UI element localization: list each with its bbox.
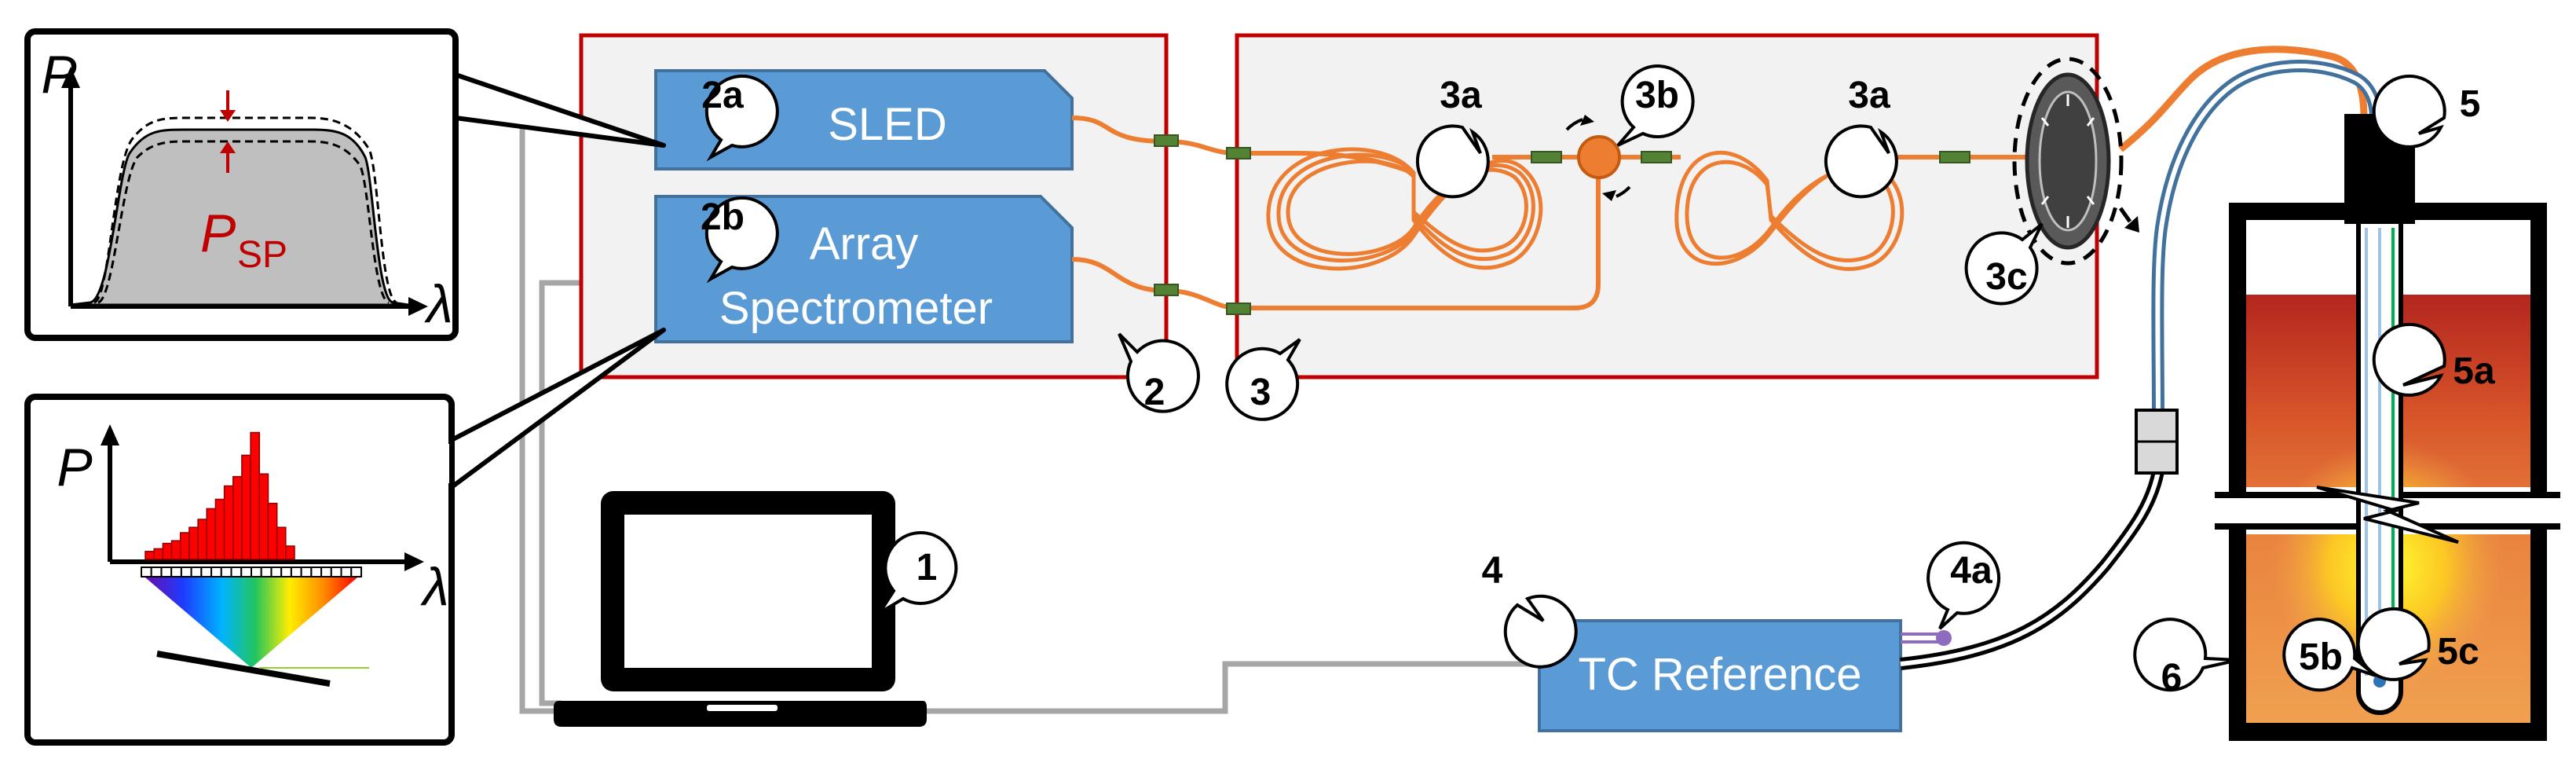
- tc-reference-module: TC Reference: [1538, 619, 1952, 732]
- svg-text:2b: 2b: [701, 196, 745, 238]
- sled-label: SLED: [828, 99, 947, 150]
- callout-3b: 3b: [1616, 64, 1695, 147]
- spectrum-bar: [276, 526, 287, 560]
- svg-text:2: 2: [1144, 372, 1165, 413]
- spectrum-bar: [179, 532, 190, 560]
- fiber-spool-left: [1266, 147, 1543, 271]
- detector-pixel: [310, 566, 323, 578]
- spectrum-bar: [250, 431, 261, 560]
- svg-text:3a: 3a: [1440, 75, 1482, 116]
- detector-pixel: [200, 566, 213, 578]
- detector-pixel: [340, 566, 353, 578]
- svg-text:6: 6: [2161, 657, 2183, 698]
- callout-2: 2: [1118, 332, 1200, 413]
- svg-text:4a: 4a: [1950, 550, 1992, 592]
- spectrum-bars: [145, 431, 295, 560]
- detector-pixel: [251, 566, 262, 578]
- spectrometer-label: Spectrometer: [719, 283, 993, 334]
- spectrum-bar: [223, 485, 234, 560]
- callout-1: 1: [878, 531, 958, 614]
- detector-pixel: [350, 566, 362, 578]
- spectrum-bar: [267, 502, 278, 560]
- detector-pixel: [330, 566, 342, 578]
- detector-pixel: [190, 566, 203, 578]
- spectrum-bar: [206, 508, 217, 560]
- spectrum-bar: [214, 498, 225, 560]
- detector-pixel: [260, 566, 273, 578]
- fiber-spool-right: [1674, 150, 1905, 271]
- sled-axis-p: P: [41, 45, 76, 104]
- detector-pixel: [220, 566, 232, 578]
- sled-axis-lambda: λ: [423, 274, 452, 334]
- spectrum-bar: [232, 475, 243, 560]
- svg-text:2a: 2a: [701, 75, 744, 116]
- detector-pixel: [270, 566, 283, 578]
- callout-5b: 5b: [2282, 618, 2377, 692]
- detector-pixel: [141, 566, 152, 578]
- callout-5a: 5a: [2372, 322, 2495, 397]
- svg-text:3a: 3a: [1848, 75, 1890, 116]
- array-label: Array: [810, 218, 919, 270]
- spectrum-bar: [153, 548, 164, 560]
- detector-pixel: [180, 566, 192, 578]
- tc-cable: [1900, 470, 2164, 670]
- svg-text:4: 4: [1482, 550, 1503, 592]
- detector-pixel: [240, 566, 252, 578]
- svg-text:5a: 5a: [2453, 350, 2495, 392]
- detector-pixel: [160, 566, 173, 578]
- callout-3a-right: 3a: [1824, 75, 1898, 199]
- spectrum-bar: [197, 519, 208, 560]
- svg-text:3c: 3c: [1985, 256, 2027, 298]
- psp-subscript: SP: [237, 234, 287, 276]
- callout-5c: 5c: [2356, 607, 2479, 681]
- svg-text:5b: 5b: [2299, 636, 2343, 678]
- svg-text:5c: 5c: [2437, 631, 2479, 673]
- detector-pixel: [210, 566, 222, 578]
- detector-pixel: [230, 566, 243, 578]
- svg-text:3b: 3b: [1635, 75, 1679, 116]
- spectrum-bar: [258, 473, 269, 560]
- detector-pixel-strip: [141, 566, 362, 578]
- rotary-connector-3c: [2012, 57, 2139, 266]
- spectrum-bar: [145, 551, 155, 560]
- detector-pixel: [150, 566, 163, 578]
- callout-3c: 3c: [1964, 222, 2044, 306]
- callout-5: 5: [2372, 74, 2481, 148]
- callouts: 2a 2b 2 3 3a 3b 3a 3c: [701, 64, 2495, 698]
- probe-lead: [2151, 59, 2382, 417]
- sled-spectrum-inset: P λ P SP: [24, 28, 666, 341]
- callout-2b: 2b: [701, 196, 779, 284]
- detector-pixel: [300, 566, 313, 578]
- spectrum-bar: [162, 542, 173, 560]
- array-spectrum-inset: P λ: [24, 328, 666, 746]
- array-axis-p: P: [57, 438, 92, 497]
- laptop-computer: [554, 491, 927, 727]
- svg-text:1: 1: [917, 547, 938, 588]
- psp-label: P: [200, 204, 236, 263]
- tc-reference-label: TC Reference: [1578, 649, 1861, 700]
- callout-3a-left: 3a: [1415, 75, 1490, 199]
- svg-text:3: 3: [1250, 372, 1272, 413]
- callout-3: 3: [1225, 338, 1301, 421]
- detector-pixel: [290, 566, 302, 578]
- svg-text:5: 5: [2460, 83, 2481, 125]
- spectrum-bar: [241, 454, 251, 560]
- spectrum-bar: [285, 545, 295, 560]
- detector-pixel: [170, 566, 182, 578]
- spectrum-bar: [188, 526, 199, 560]
- callout-2a: 2a: [701, 74, 779, 162]
- detector-pixel: [320, 566, 332, 578]
- detector-pixel: [280, 566, 292, 578]
- callout-4: 4: [1482, 550, 1578, 669]
- array-axis-lambda: λ: [419, 557, 448, 617]
- callout-4a: 4a: [1927, 541, 2001, 630]
- callout-6: 6: [2133, 618, 2239, 698]
- coupler-3b: [1565, 115, 1631, 201]
- spectrum-bar: [170, 540, 181, 560]
